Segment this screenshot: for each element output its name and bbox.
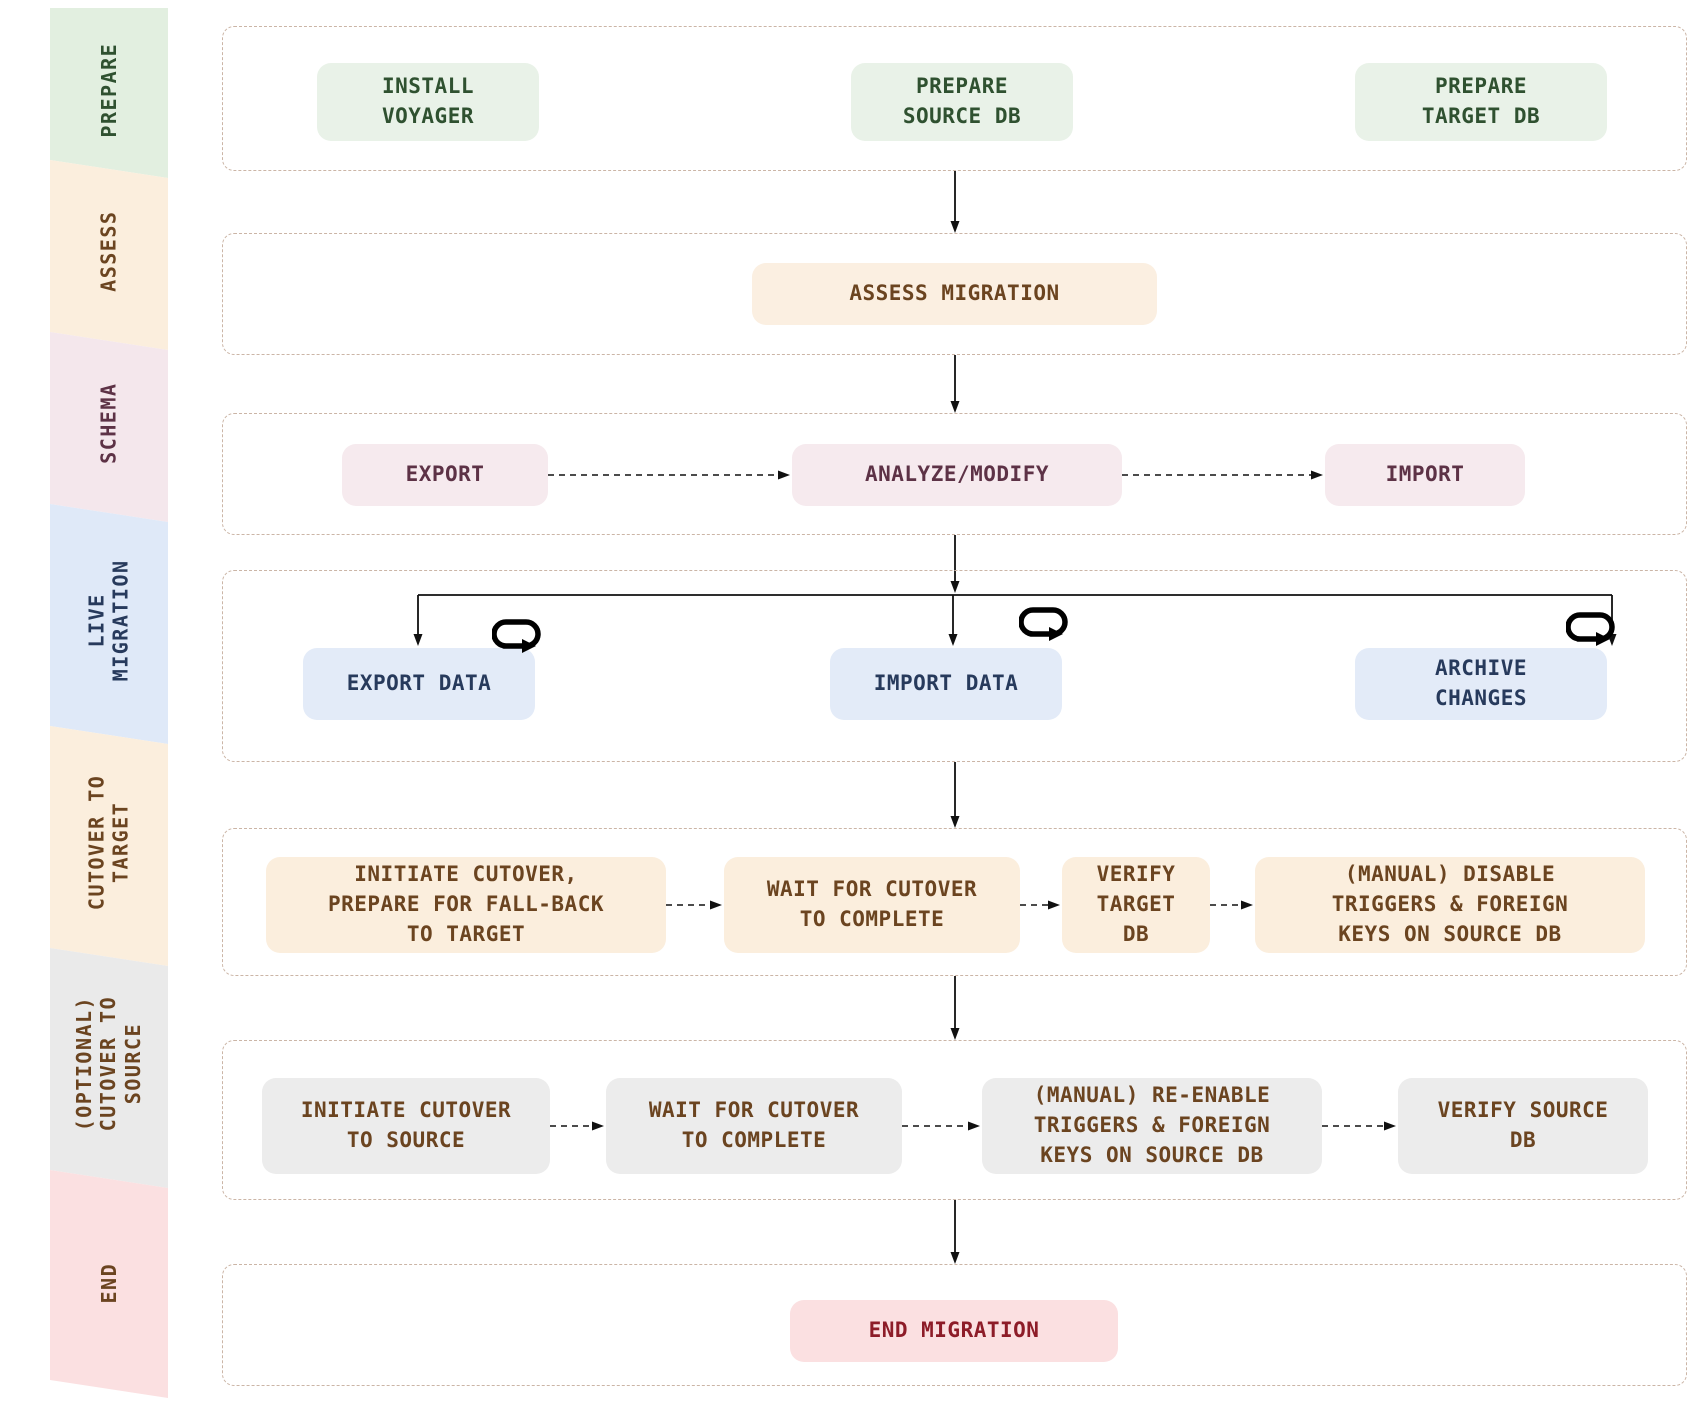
node-schema-analyze-modify[interactable]: ANALYZE/MODIFY xyxy=(792,444,1122,506)
stage-schema xyxy=(222,413,1687,535)
connector-prepare-to-assess xyxy=(950,171,960,233)
connector-wait-to-verify-target xyxy=(1020,900,1060,910)
stage-assess xyxy=(222,233,1687,355)
connector-cutover-to-optional xyxy=(950,976,960,1040)
connector-analyze-to-import xyxy=(1122,470,1323,480)
node-assess-migration[interactable]: ASSESS MIGRATION xyxy=(752,263,1157,325)
node-wait-for-cutover-to-complete-target[interactable]: WAIT FOR CUTOVER TO COMPLETE xyxy=(724,857,1020,953)
connector-wait-to-manual-reenable xyxy=(902,1121,980,1131)
loop-repeat-icon xyxy=(492,619,541,653)
phase-ribbon-shapes xyxy=(50,8,168,1398)
phase-label-schema: SCHEMA xyxy=(96,382,121,464)
node-initiate-cutover-to-target[interactable]: INITIATE CUTOVER, PREPARE FOR FALL-BACK … xyxy=(266,857,666,953)
node-install-voyager[interactable]: INSTALL VOYAGER xyxy=(317,63,539,141)
node-prepare-source-db[interactable]: PREPARE SOURCE DB xyxy=(851,63,1073,141)
node-manual-reenable-triggers[interactable]: (MANUAL) RE-ENABLE TRIGGERS & FOREIGN KE… xyxy=(982,1078,1322,1174)
stage-optional-cutover-to-source xyxy=(222,1040,1687,1200)
phase-label-prepare: PREPARE xyxy=(96,43,121,138)
connector-schema-to-live xyxy=(950,535,960,593)
connector-manual-reenable-to-verify-source xyxy=(1322,1121,1396,1131)
node-export-data[interactable]: EXPORT DATA xyxy=(303,648,535,720)
node-manual-disable-triggers[interactable]: (MANUAL) DISABLE TRIGGERS & FOREIGN KEYS… xyxy=(1255,857,1645,953)
connector-optional-to-end xyxy=(950,1200,960,1264)
connector-assess-to-schema xyxy=(950,355,960,413)
phase-band-end xyxy=(50,1170,168,1398)
node-verify-source-db[interactable]: VERIFY SOURCE DB xyxy=(1398,1078,1648,1174)
node-end-migration[interactable]: END MIGRATION xyxy=(790,1300,1118,1362)
stage-prepare xyxy=(222,26,1687,171)
phase-band-live xyxy=(50,504,168,744)
stage-end xyxy=(222,1264,1687,1386)
node-prepare-target-db[interactable]: PREPARE TARGET DB xyxy=(1355,63,1607,141)
node-verify-target-db[interactable]: VERIFY TARGET DB xyxy=(1062,857,1210,953)
connector-initiate-to-wait-target xyxy=(666,900,722,910)
connector-live-branch xyxy=(413,594,1617,646)
node-schema-import[interactable]: IMPORT xyxy=(1325,444,1525,506)
stage-live-migration xyxy=(222,570,1687,762)
stage-cutover-to-target xyxy=(222,828,1687,976)
connector-live-to-cutover xyxy=(950,762,960,828)
connector-initiate-to-wait-source xyxy=(550,1121,604,1131)
connector-verify-to-manual-disable xyxy=(1210,900,1253,910)
phase-band-cutover xyxy=(50,726,168,966)
node-import-data[interactable]: IMPORT DATA xyxy=(830,648,1062,720)
phase-label-cutover: CUTOVER TO TARGET xyxy=(84,774,134,910)
node-schema-export[interactable]: EXPORT xyxy=(342,444,548,506)
phase-label-end: END xyxy=(96,1262,121,1304)
phase-band-prepare xyxy=(50,8,168,178)
phase-band-assess xyxy=(50,160,168,350)
loop-repeat-icon xyxy=(1019,607,1068,641)
phase-band-schema xyxy=(50,332,168,522)
phase-label-optional: (OPTIONAL) CUTOVER TO SOURCE xyxy=(72,996,146,1132)
phase-label-live: LIVE MIGRATION xyxy=(84,559,133,681)
phase-ribbon: PREPARE ASSESS SCHEMA LIVE MIGRATION CUT… xyxy=(50,0,168,1405)
connector-export-to-analyze xyxy=(548,470,790,480)
phase-label-assess: ASSESS xyxy=(96,210,121,292)
node-wait-for-cutover-to-complete-source[interactable]: WAIT FOR CUTOVER TO COMPLETE xyxy=(606,1078,902,1174)
phase-band-optional xyxy=(50,948,168,1188)
loop-repeat-icon xyxy=(1566,612,1615,646)
node-archive-changes[interactable]: ARCHIVE CHANGES xyxy=(1355,648,1607,720)
node-initiate-cutover-to-source[interactable]: INITIATE CUTOVER TO SOURCE xyxy=(262,1078,550,1174)
